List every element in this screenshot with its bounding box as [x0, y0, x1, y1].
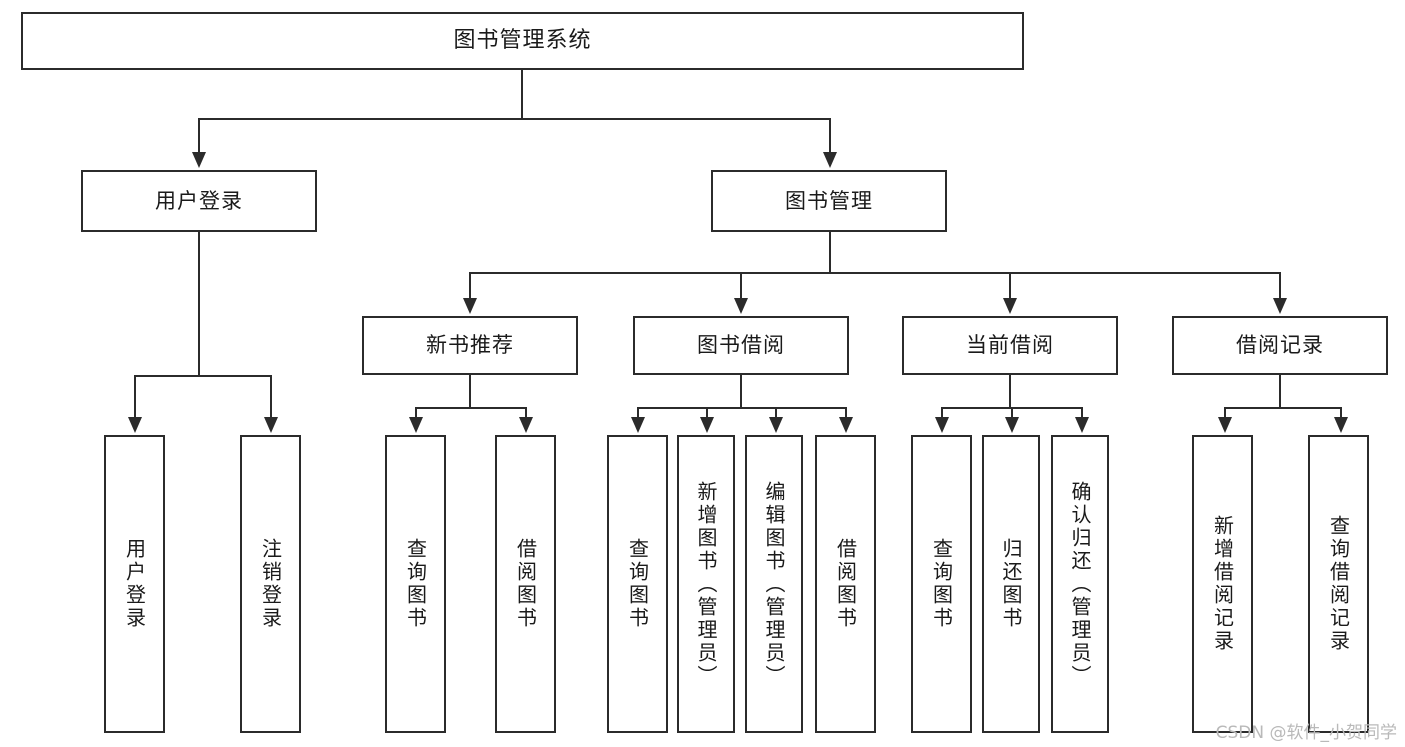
node-label: 新增图书（管理员） — [694, 480, 718, 688]
arrow-to-leaf-add-record — [1218, 417, 1232, 433]
connector-to-borrow-record — [1279, 272, 1281, 300]
connector-current-borrow-to-leaf-3 — [1081, 407, 1083, 419]
connector-borrow-record-stem — [1279, 375, 1281, 407]
connector-new-book-to-leaf-1 — [415, 407, 417, 419]
node-label: 查询借阅记录 — [1326, 515, 1351, 653]
node-label: 用户登录 — [122, 538, 147, 630]
connector-borrow-record-bus — [1224, 407, 1340, 409]
arrow-to-leaf-query-record — [1334, 417, 1348, 433]
node-label: 图书管理 — [785, 188, 873, 213]
connector-borrow-record-to-leaf-2 — [1340, 407, 1342, 419]
arrow-to-book-management — [823, 152, 837, 168]
node-book-management[interactable]: 图书管理 — [711, 170, 947, 232]
leaf-logout[interactable]: 注销登录 — [240, 435, 301, 733]
connector-current-borrow-stem — [1009, 375, 1011, 407]
connector-current-borrow-to-leaf-2 — [1011, 407, 1013, 419]
connector-user-login-bus — [134, 375, 270, 377]
connector-book-borrow-stem — [740, 375, 742, 407]
connector-root-stem — [521, 70, 523, 118]
node-label: 当前借阅 — [966, 333, 1054, 358]
arrow-to-book-borrow — [734, 298, 748, 314]
node-label: 图书借阅 — [697, 333, 785, 358]
connector-user-login-stem — [198, 232, 200, 375]
arrow-to-leaf-new-book-borrow — [519, 417, 533, 433]
connector-book-borrow-to-leaf-4 — [845, 407, 847, 419]
arrow-to-user-login — [192, 152, 206, 168]
leaf-add-book-admin[interactable]: 新增图书（管理员） — [677, 435, 735, 733]
arrow-to-leaf-confirm-return — [1075, 417, 1089, 433]
node-label: 确认归还（管理员） — [1068, 480, 1092, 688]
node-label: 借阅图书 — [833, 538, 858, 630]
connector-user-login-to-leaf-1 — [134, 375, 136, 419]
arrow-to-leaf-logout — [264, 417, 278, 433]
connector-root-to-book-management — [829, 118, 831, 154]
leaf-edit-book-admin[interactable]: 编辑图书（管理员） — [745, 435, 803, 733]
leaf-new-book-borrow-book[interactable]: 借阅图书 — [495, 435, 556, 733]
leaf-return-book[interactable]: 归还图书 — [982, 435, 1040, 733]
arrow-to-leaf-return-book — [1005, 417, 1019, 433]
arrow-to-leaf-add-book — [700, 417, 714, 433]
arrow-to-leaf-edit-book — [769, 417, 783, 433]
node-label: 借阅图书 — [513, 538, 538, 630]
connector-new-book-stem — [469, 375, 471, 407]
leaf-current-query-book[interactable]: 查询图书 — [911, 435, 972, 733]
connector-user-login-to-leaf-2 — [270, 375, 272, 419]
connector-to-current-borrow — [1009, 272, 1011, 300]
connector-book-borrow-to-leaf-3 — [775, 407, 777, 419]
node-label: 查询图书 — [929, 538, 954, 630]
node-label: 借阅记录 — [1236, 333, 1324, 358]
leaf-user-login[interactable]: 用户登录 — [104, 435, 165, 733]
connector-root-to-user-login — [198, 118, 200, 154]
leaf-add-borrow-record[interactable]: 新增借阅记录 — [1192, 435, 1253, 733]
arrow-to-leaf-current-query — [935, 417, 949, 433]
arrow-to-leaf-borrow-query — [631, 417, 645, 433]
connector-book-borrow-to-leaf-2 — [706, 407, 708, 419]
leaf-query-borrow-record[interactable]: 查询借阅记录 — [1308, 435, 1369, 733]
node-label: 查询图书 — [403, 538, 428, 630]
node-borrow-record[interactable]: 借阅记录 — [1172, 316, 1388, 375]
arrow-to-new-book — [463, 298, 477, 314]
connector-borrow-record-to-leaf-1 — [1224, 407, 1226, 419]
node-label: 归还图书 — [999, 538, 1023, 630]
node-label: 注销登录 — [258, 538, 283, 630]
leaf-confirm-return-admin[interactable]: 确认归还（管理员） — [1051, 435, 1109, 733]
connector-book-management-stem — [829, 232, 831, 272]
node-root-book-management-system[interactable]: 图书管理系统 — [21, 12, 1024, 70]
node-label: 新书推荐 — [426, 333, 514, 358]
arrow-to-leaf-new-book-query — [409, 417, 423, 433]
node-current-borrow[interactable]: 当前借阅 — [902, 316, 1118, 375]
node-label: 图书管理系统 — [453, 28, 592, 54]
connector-to-book-borrow — [740, 272, 742, 300]
csdn-watermark: CSDN @软件_小贺同学 — [1215, 723, 1397, 743]
node-label: 查询图书 — [625, 538, 650, 630]
leaf-borrow-query-book[interactable]: 查询图书 — [607, 435, 668, 733]
connector-new-book-to-leaf-2 — [525, 407, 527, 419]
arrow-to-leaf-borrow-book — [839, 417, 853, 433]
connector-level3-bus — [469, 272, 1281, 274]
arrow-to-current-borrow — [1003, 298, 1017, 314]
arrow-to-leaf-user-login — [128, 417, 142, 433]
connector-to-new-book — [469, 272, 471, 300]
node-user-login[interactable]: 用户登录 — [81, 170, 317, 232]
connector-current-borrow-to-leaf-1 — [941, 407, 943, 419]
node-label: 用户登录 — [155, 188, 243, 213]
node-new-book-recommendation[interactable]: 新书推荐 — [362, 316, 578, 375]
arrow-to-borrow-record — [1273, 298, 1287, 314]
node-label: 新增借阅记录 — [1210, 515, 1235, 653]
leaf-borrow-book[interactable]: 借阅图书 — [815, 435, 876, 733]
connector-book-borrow-to-leaf-1 — [637, 407, 639, 419]
node-book-borrow[interactable]: 图书借阅 — [633, 316, 849, 375]
node-label: 编辑图书（管理员） — [762, 480, 786, 688]
leaf-new-book-query-book[interactable]: 查询图书 — [385, 435, 446, 733]
connector-root-bus — [198, 118, 831, 120]
connector-book-borrow-bus — [637, 407, 845, 409]
connector-new-book-bus — [415, 407, 525, 409]
